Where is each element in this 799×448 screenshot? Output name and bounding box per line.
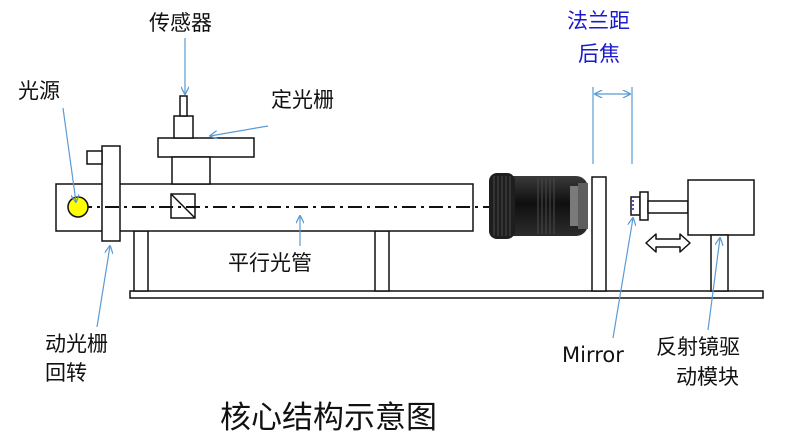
lens-icon: [489, 173, 588, 239]
beam-splitter-diagonal: [170, 193, 196, 219]
base-rail: [129, 290, 764, 299]
flange-distance-bracket: [592, 87, 633, 164]
label-light-source: 光源: [18, 79, 60, 103]
fixed-grating-plate: [157, 137, 255, 158]
mirror-holder: [639, 191, 649, 221]
pointer-drive-module: [707, 238, 720, 331]
moving-grating-knob: [86, 150, 103, 165]
label-fixed-grating: 定光栅: [271, 88, 334, 112]
drive-module-body: [687, 179, 755, 236]
collimator-leg-left: [133, 230, 149, 292]
diagram-title: 核心结构示意图: [220, 400, 437, 436]
lens-mount-plate: [591, 176, 607, 292]
pointer-fixed-grating: [210, 125, 269, 136]
label-collimator: 平行光管: [228, 251, 312, 275]
collimator-leg-right: [374, 230, 390, 292]
label-flange-distance: 法兰距: [567, 9, 630, 33]
drive-rod: [647, 200, 689, 214]
label-moving-grating-2: 回转: [45, 361, 87, 385]
pointer-moving-grating: [96, 246, 110, 328]
sensor-probe: [179, 95, 188, 117]
label-mirror: Mirror: [562, 343, 624, 367]
label-drive-module-1: 反射镜驱: [656, 335, 740, 359]
label-back-focus: 后焦: [578, 42, 620, 66]
moving-grating: [101, 145, 121, 242]
label-drive-module-2: 动模块: [676, 365, 739, 389]
label-sensor: 传感器: [149, 11, 212, 35]
move-double-arrow-icon: [645, 233, 691, 253]
pointer-mirror: [612, 218, 633, 339]
label-moving-grating-1: 动光栅: [45, 332, 108, 356]
pointer-light-source: [62, 107, 76, 202]
fixed-grating-stem: [171, 156, 211, 185]
light-source-icon: [67, 196, 89, 218]
sensor-body: [173, 115, 194, 139]
